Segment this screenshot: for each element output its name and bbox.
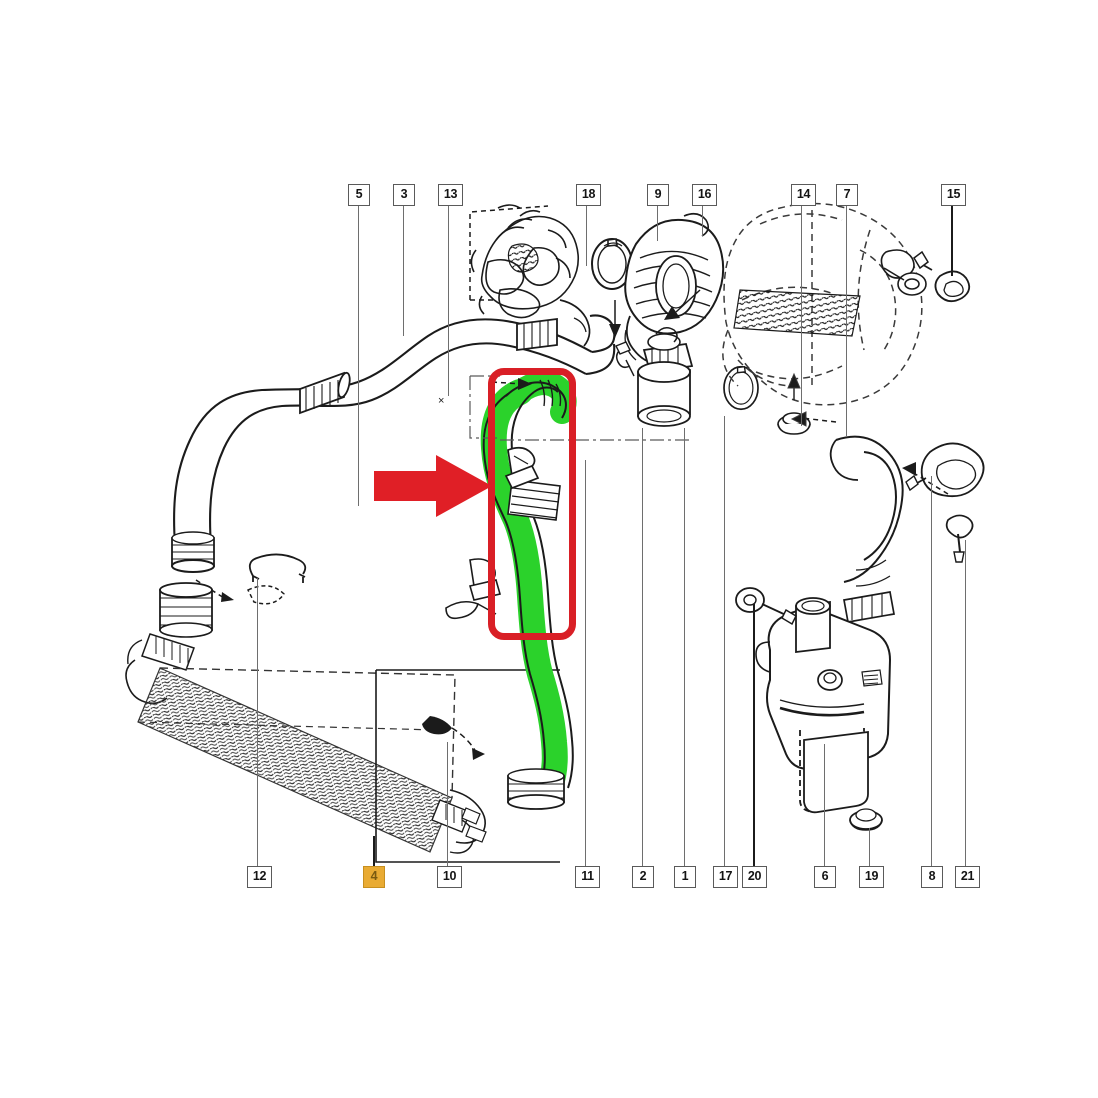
intercooler-core [125, 582, 560, 863]
leader-2 [642, 428, 644, 866]
callout-17[interactable]: 17 [713, 866, 738, 888]
leader-8 [931, 476, 933, 866]
callout-16[interactable]: 16 [692, 184, 717, 206]
callout-11[interactable]: 11 [575, 866, 600, 888]
callout-3[interactable]: 3 [393, 184, 415, 206]
leader-21 [965, 540, 967, 866]
leader-3 [403, 206, 405, 336]
engine-intake-manifold [469, 204, 591, 347]
leader-1 [684, 428, 686, 866]
air-intake-duct-item-9 [624, 212, 725, 366]
callout-14[interactable]: 14 [791, 184, 816, 206]
svg-text:×: × [438, 395, 444, 407]
leader-10 [447, 742, 449, 866]
leader-17 [724, 416, 726, 866]
callout-6[interactable]: 6 [814, 866, 836, 888]
grommet-item-19 [849, 808, 883, 831]
upper-charge-pipe: × [171, 314, 616, 605]
leader-9 [657, 206, 659, 241]
callout-5[interactable]: 5 [348, 184, 370, 206]
leader-16 [702, 206, 704, 236]
retaining-bracket-item-8 [905, 442, 985, 498]
expansion-tank-item-6 [735, 587, 892, 814]
callout-21[interactable]: 21 [955, 866, 980, 888]
leader-7 [846, 206, 848, 436]
air-duct-elbow-right [829, 435, 904, 623]
highlighted-hose-item-4 [480, 371, 577, 810]
pin-item-21 [945, 514, 974, 563]
leader-15 [951, 206, 953, 276]
leader-12 [257, 578, 259, 866]
hose-clamp-item-18 [591, 238, 633, 290]
callout-9[interactable]: 9 [647, 184, 669, 206]
leader-20 [753, 604, 755, 866]
callout-1[interactable]: 1 [674, 866, 696, 888]
leader-19 [869, 828, 871, 866]
callout-4[interactable]: 4 [363, 866, 385, 888]
callout-7[interactable]: 7 [836, 184, 858, 206]
sensor-wire [248, 553, 307, 583]
leader-13 [448, 206, 450, 396]
callout-20[interactable]: 20 [742, 866, 767, 888]
leader-11 [585, 460, 587, 866]
leader-5 [358, 206, 360, 506]
pointer-arrow-icon [374, 455, 492, 517]
callout-12[interactable]: 12 [247, 866, 272, 888]
leader-6 [824, 744, 826, 866]
callout-13[interactable]: 13 [438, 184, 463, 206]
leader-14 [801, 206, 803, 426]
leader-4 [373, 836, 375, 866]
callout-8[interactable]: 8 [921, 866, 943, 888]
callout-15[interactable]: 15 [941, 184, 966, 206]
callout-19[interactable]: 19 [859, 866, 884, 888]
callout-10[interactable]: 10 [437, 866, 462, 888]
leader-18 [586, 206, 588, 266]
throttle-connector [615, 327, 694, 427]
bolt-item-15 [913, 250, 971, 303]
callout-18[interactable]: 18 [576, 184, 601, 206]
callout-2[interactable]: 2 [632, 866, 654, 888]
mounting-bracket-left [445, 558, 502, 620]
